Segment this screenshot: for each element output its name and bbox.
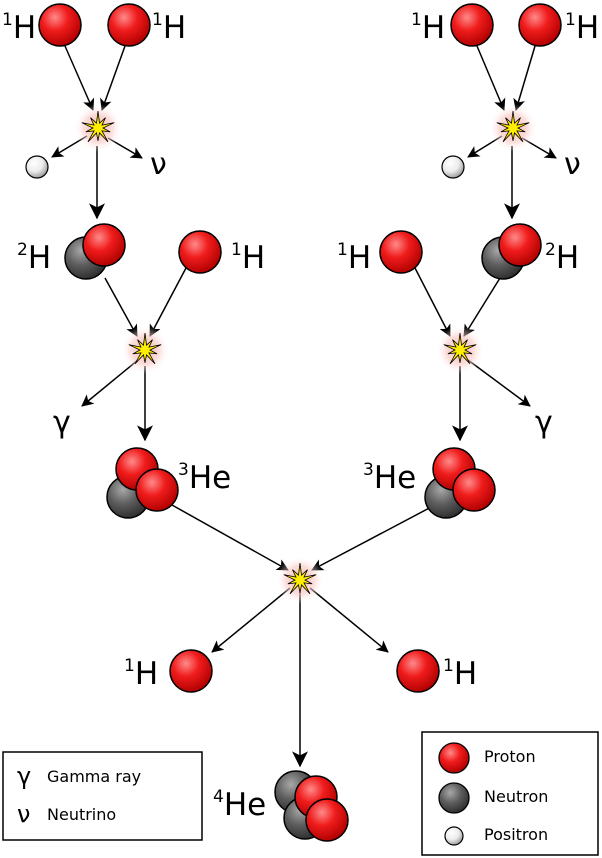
- positron: [441, 155, 465, 179]
- arrow-h1-to-flash-3: [149, 267, 187, 337]
- isotope-label-h1: 1H: [443, 656, 477, 692]
- proton: [178, 230, 222, 274]
- arrow-h1-to-flash-1b: [100, 45, 126, 111]
- legend-gamma-symbol: γ: [17, 762, 31, 790]
- neutrino-symbol: ν: [564, 147, 581, 182]
- legend-neutron-swatch: [438, 782, 470, 814]
- isotope-label-he3: 3He: [363, 460, 416, 496]
- reaction-flash: [436, 326, 484, 374]
- legend-neutrino-label: Neutrino: [47, 805, 116, 824]
- isotope-label-h1: 1H: [231, 240, 265, 276]
- legend-particle-types: Proton Neutron Positron: [421, 731, 599, 856]
- arrow-he3-right-to-flash-5: [311, 504, 436, 571]
- proton: [396, 649, 440, 693]
- deuterium-nucleus: [64, 223, 126, 280]
- isotope-label-he3: 3He: [178, 460, 231, 496]
- legend-neutrino-symbol: ν: [17, 800, 30, 828]
- proton: [107, 3, 151, 47]
- proton: [38, 3, 82, 47]
- gamma-symbol: γ: [53, 405, 71, 440]
- isotope-label-h1: 1H: [565, 10, 599, 46]
- legend-neutron-label: Neutron: [484, 787, 548, 806]
- arrow-flash-5-to-h1-left: [211, 587, 291, 653]
- arrow-he3-left-to-flash-5: [171, 504, 289, 571]
- reaction-flash: [489, 104, 537, 152]
- arrow-h1-to-flash-2: [476, 45, 506, 111]
- helium-4-nucleus: [274, 770, 349, 842]
- proton: [379, 230, 423, 274]
- arrow-h1-to-flash-1: [64, 45, 95, 111]
- isotope-label-h2: 2H: [17, 240, 51, 276]
- neutrino-symbol: ν: [150, 147, 167, 182]
- arrow-h1-to-flash-4: [414, 267, 451, 337]
- deuterium-nucleus: [481, 223, 542, 280]
- isotope-label-h1: 1H: [411, 10, 445, 46]
- proton: [169, 649, 213, 693]
- isotope-label-h1: 1H: [2, 10, 36, 46]
- proton: [450, 3, 494, 47]
- legend-proton-label: Proton: [484, 747, 536, 766]
- arrow-deuterium-to-flash-3: [104, 277, 138, 337]
- arrow-h1-to-flash-2b: [513, 45, 536, 111]
- arrow-flash-4-to-gamma: [467, 359, 531, 407]
- reaction-flash: [276, 556, 324, 604]
- isotope-label-h1: 1H: [152, 10, 186, 46]
- gamma-symbol: γ: [535, 405, 553, 440]
- isotope-label-he4: 4He: [213, 787, 266, 823]
- arrow-deuterium-to-flash-4: [463, 277, 501, 337]
- arrow-flash-3-to-gamma: [81, 359, 139, 407]
- legend-gamma-label: Gamma ray: [47, 767, 141, 786]
- isotope-label-h1: 1H: [337, 240, 371, 276]
- reaction-flash: [74, 104, 122, 152]
- helium-3-nucleus: [424, 447, 496, 519]
- positron: [25, 155, 49, 179]
- isotope-label-h2: 2H: [545, 240, 579, 276]
- arrow-flash-5-to-h1-right: [309, 587, 389, 653]
- isotope-label-h1: 1H: [124, 656, 158, 692]
- proton: [518, 3, 562, 47]
- helium-3-nucleus: [106, 447, 179, 519]
- legend-positron-swatch: [444, 826, 464, 846]
- legend-positron-label: Positron: [484, 825, 548, 844]
- legend-proton-swatch: [438, 742, 470, 774]
- reaction-flash: [121, 326, 169, 374]
- legend-particle-symbols: γ Gamma ray ν Neutrino: [2, 751, 203, 841]
